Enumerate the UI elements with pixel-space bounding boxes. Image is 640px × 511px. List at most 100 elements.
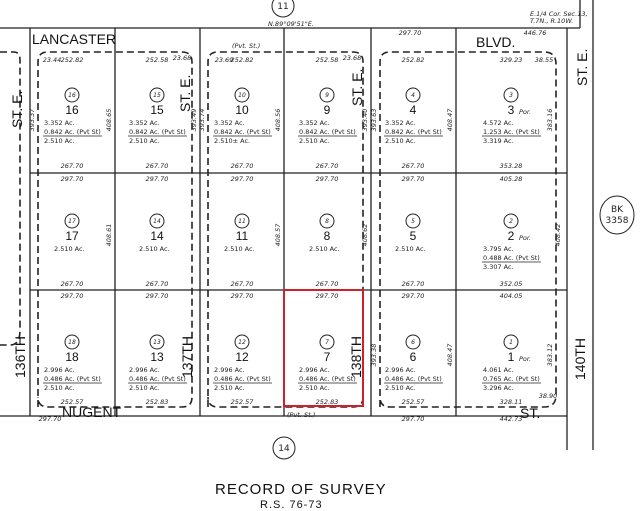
lot-acreage: 0.486 Ac. (Pvt St) [44,375,101,383]
dimension-curves: 23.69 [215,56,234,64]
street-st-e: ST. E. [574,49,590,86]
book-ref-prefix[interactable]: BK [611,205,624,215]
lot-5[interactable]: 552.510 Ac. [395,213,426,253]
lot-circle-number: 8 [325,218,329,225]
lot-number: 12 [235,350,249,364]
dimension-sides: 383.16 [546,109,554,132]
dimension-sides: 408.42 [554,224,562,247]
dimension-sides: 393.40 [361,109,369,132]
lot-number: 13 [150,350,164,364]
lot-7[interactable]: 772.996 Ac.0.486 Ac. (Pvt St)2.510 Ac. [298,334,357,392]
book-ref-number[interactable]: 3358 [606,216,629,226]
lot-6[interactable]: 662.996 Ac.0.486 Ac. (Pvt St)2.510 Ac. [384,334,443,392]
lot-acreage: 2.510 Ac. [54,245,85,253]
dimension-row2_top: 297.70 [146,175,169,183]
corner-note: T.7N., R.10W. [530,17,573,25]
lot-circle [405,334,421,350]
lot-acreage: 2.510 Ac. [44,137,75,145]
lot-acreage: 3.795 Ac. [483,245,514,253]
lot-9[interactable]: 993.352 Ac.0.842 Ac. (Pvt St)2.510 Ac. [298,87,357,145]
lot-acreage: 2.510 Ac. [214,384,245,392]
street-138th: 138TH [348,336,364,378]
lot-circle [234,213,250,229]
dimension-bottom: 252.83 [316,398,339,406]
lot-acreage: 0.486 Ac. (Pvt St) [299,375,356,383]
lot-circle [319,87,335,103]
dimension-row2_top: 405.28 [500,175,523,183]
street-137th: 137TH [179,336,195,378]
dimension-row1_bottom: 267.70 [61,162,84,170]
dimension-row2_bottom: 267.70 [316,280,339,288]
lot-acreage: 2.510± Ac. [214,137,250,145]
map-subtitle: R.S. 76-73 [260,499,323,511]
lot-acreage: 2.510 Ac. [224,245,255,253]
dimension-row3_top: 297.70 [316,292,339,300]
lot-acreage: 3.352 Ac. [299,119,330,127]
lot-circle [503,87,519,103]
dimension-bottom_outer: 297.70 [39,415,62,423]
map-ref-top[interactable]: 11 [277,2,288,12]
lot-acreage: 2.996 Ac. [129,366,160,374]
dimension-row2_bottom: 267.70 [231,280,254,288]
street-st: ST. [520,405,540,421]
lot-acreage: 2.510 Ac. [309,245,340,253]
lot-circle [405,213,421,229]
lot-number: 2 [508,229,515,243]
lot-number: 9 [324,103,331,117]
dimension-sides: 408.56 [274,109,282,132]
lot-number: 4 [410,103,417,117]
lot-circle [64,334,80,350]
book-ref-circle [599,195,635,235]
lot-circle-number: 5 [411,218,415,225]
dimension-bottom: 328.11 [500,398,523,406]
lot-acreage: 2.510 Ac. [395,245,426,253]
lot-acreage: 0.842 Ac. (Pvt St) [299,128,356,136]
dimension-sides: 408.61 [105,224,113,247]
dimension-sides: 408.47 [446,343,454,367]
street-lancaster: LANCASTER [32,31,116,47]
dimension-row3_top: 297.70 [146,292,169,300]
lot-acreage: 0.842 Ac. (Pvt St) [129,128,186,136]
dimension-row2_bottom: 267.70 [146,280,169,288]
dimension-row1_bottom: 267.70 [402,162,425,170]
lot-acreage: 4.061 Ac. [483,366,514,374]
lot-circle-number: 6 [411,339,415,346]
dimension-bottom: 252.57 [231,398,255,406]
lot-acreage: 0.488 Ac. (Pvt St) [483,254,540,262]
lot-4[interactable]: 443.352 Ac.0.842 Ac. (Pvt St)2.510 Ac. [384,87,443,145]
street-st-e: ST. E. [9,91,25,128]
lot-acreage: 2.510 Ac. [129,137,160,145]
lot-circle-number: 17 [68,218,76,225]
highlighted-parcel-lot-7[interactable] [283,289,364,407]
lot-number: 18 [65,350,79,364]
map-ref-bottom[interactable]: 14 [278,444,290,454]
lot-number: 10 [235,103,249,117]
lot-portion-label: Por. [519,234,531,242]
map-title: RECORD OF SURVEY [215,481,387,498]
lot-acreage: 3.352 Ac. [129,119,160,127]
lot-number: 11 [236,229,249,243]
lot-8[interactable]: 882.510 Ac. [309,213,340,253]
dimension-bottom: 252.57 [402,398,426,406]
dimension-row2_top: 297.70 [402,175,425,183]
lot-circle [319,334,335,350]
lot-acreage: 1.253 Ac. (Pvt St) [483,128,540,136]
lot-acreage: 2.510 Ac. [299,384,330,392]
lot-acreage: 2.510 Ac. [139,245,170,253]
pvt-st-label: (Pvt. St.) [287,411,315,419]
